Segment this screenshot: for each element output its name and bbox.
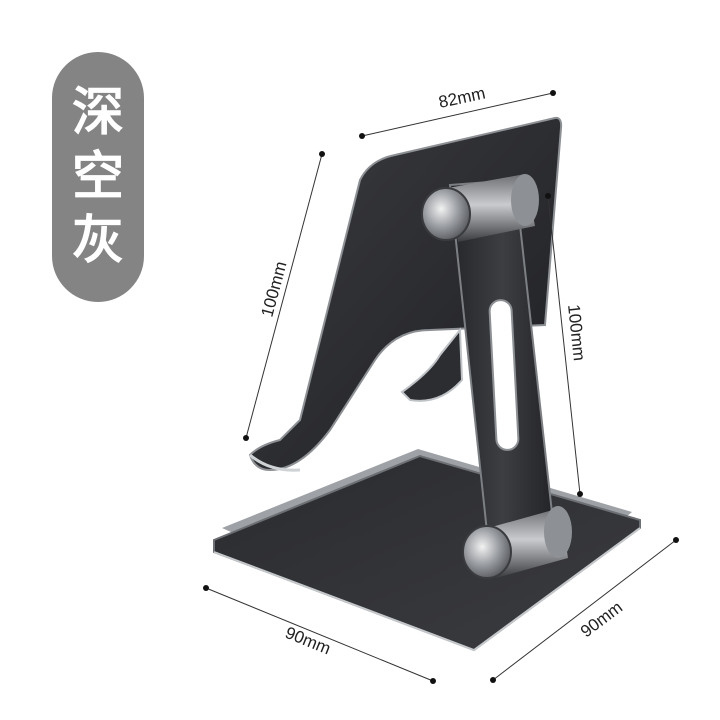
- plate-width-label: 82mm: [437, 84, 487, 112]
- color-name-char: 灰: [71, 211, 124, 271]
- base-plate: [213, 449, 641, 652]
- base-depth-label: 90mm: [283, 623, 334, 658]
- arm-length-label: 100mm: [564, 303, 589, 361]
- base-width-label: 90mm: [577, 598, 626, 642]
- color-name-char: 深: [71, 83, 124, 143]
- top-hinge: [421, 174, 539, 242]
- bottom-hinge: [462, 506, 572, 579]
- color-name-char: 空: [71, 147, 124, 207]
- color-name-badge: 深 空 灰: [52, 52, 144, 302]
